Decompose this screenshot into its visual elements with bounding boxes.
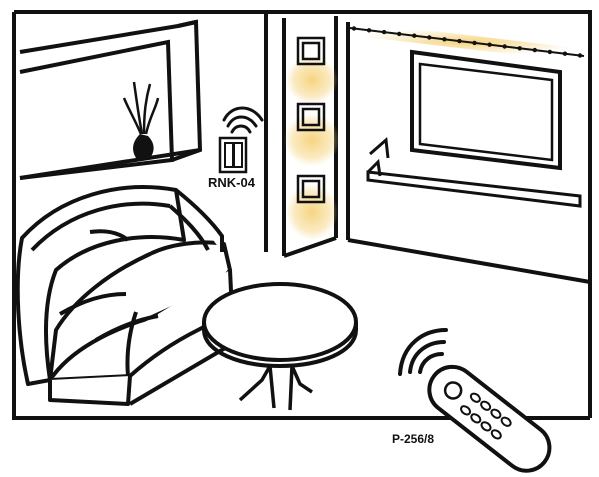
switch-glows [284, 56, 340, 240]
led-dot [533, 48, 537, 52]
signal-waves-icon [224, 108, 262, 132]
table-icon [204, 284, 356, 410]
led-dot [397, 32, 401, 36]
led-dot [442, 37, 446, 41]
led-dot [502, 44, 506, 48]
wall-switch-icon [220, 138, 246, 172]
led-dot [578, 53, 582, 57]
led-strip-icon [350, 26, 584, 57]
tv-icon [412, 52, 560, 168]
led-dot [367, 28, 371, 32]
led-dot [427, 35, 431, 39]
led-dot [352, 26, 356, 30]
remote-label: P-256/8 [392, 432, 434, 446]
led-dot [472, 41, 476, 45]
remote-signal-waves-icon [400, 330, 446, 374]
led-dot [548, 50, 552, 54]
led-dot [563, 52, 567, 56]
led-dot [382, 30, 386, 34]
wall-switch-label: RNK-04 [208, 175, 255, 190]
led-dot [518, 46, 522, 50]
plant-icon [124, 82, 158, 158]
led-dot [487, 43, 491, 47]
window [20, 22, 200, 178]
sofa-icon [18, 187, 232, 404]
led-dot [412, 34, 416, 38]
led-dot [457, 39, 461, 43]
